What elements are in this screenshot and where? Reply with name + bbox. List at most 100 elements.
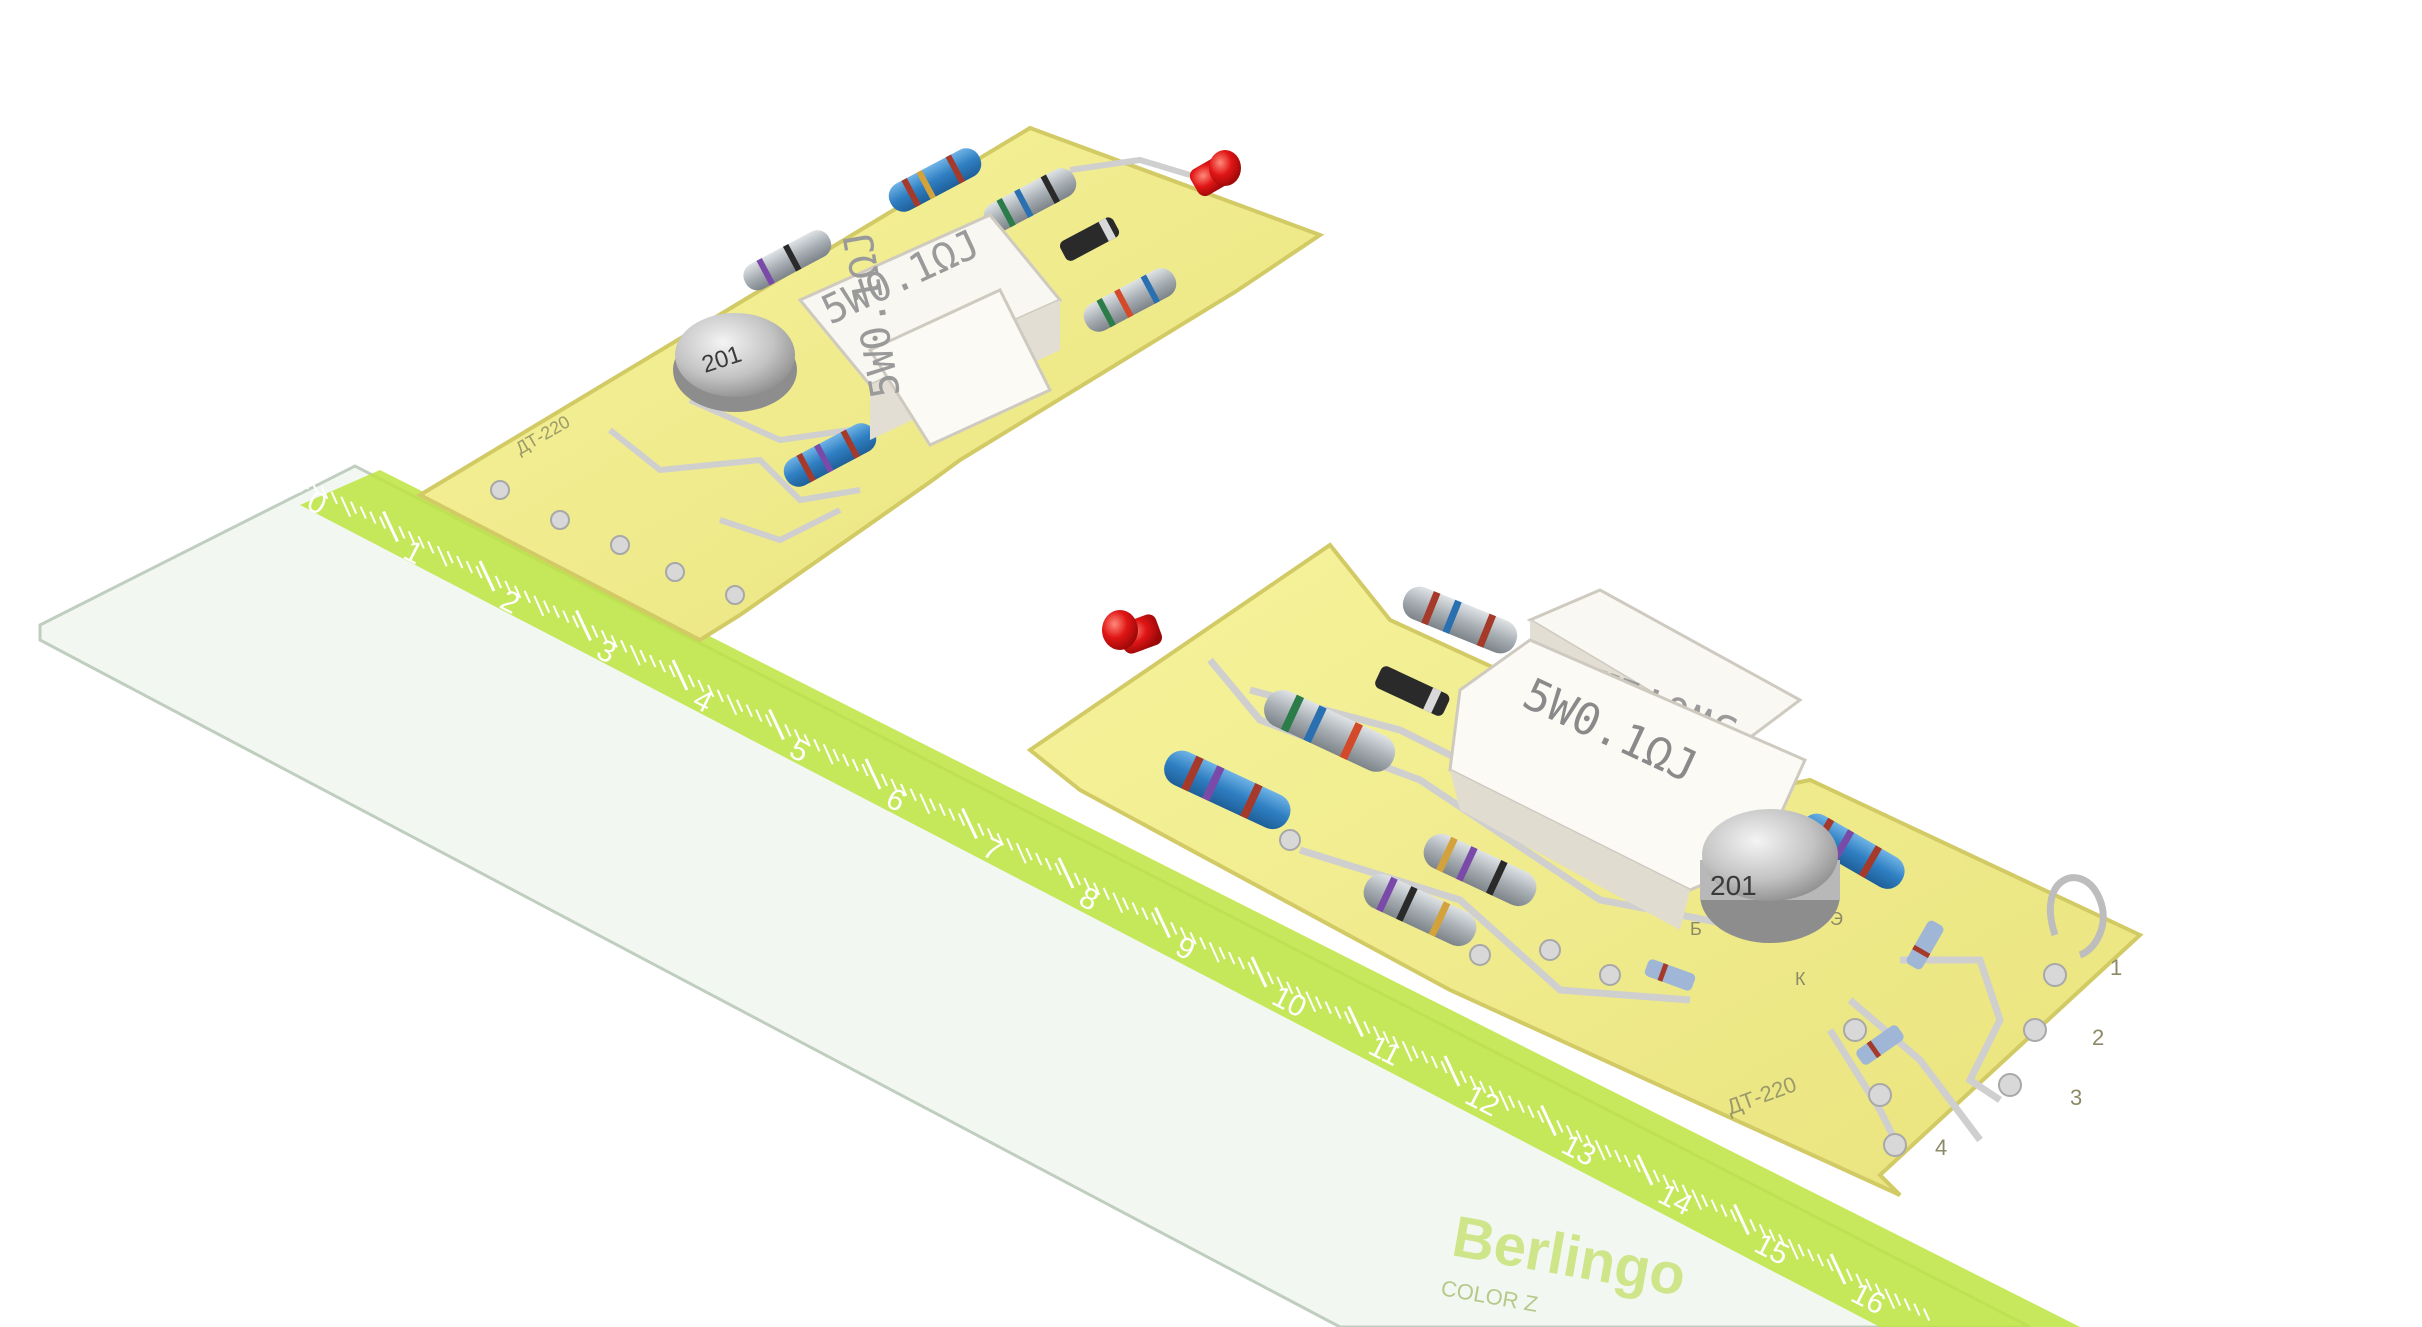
ruler-minor-tick bbox=[1498, 1090, 1510, 1112]
ruler-minor-tick bbox=[1623, 1154, 1632, 1168]
ruler-minor-tick bbox=[996, 832, 1004, 846]
ruler-minor-tick bbox=[456, 555, 464, 569]
ruler-minor-tick bbox=[1208, 941, 1220, 963]
ruler-minor-tick bbox=[1102, 887, 1110, 901]
ruler-minor-tick bbox=[1594, 1139, 1606, 1161]
ruler-tick-line bbox=[575, 609, 592, 642]
pcb-2-transistor-marking: 201 bbox=[1710, 870, 1757, 901]
pcb-2-pads bbox=[1279, 829, 2067, 1157]
ruler-tick-line bbox=[961, 807, 978, 840]
ruler-minor-tick bbox=[1527, 1105, 1535, 1119]
ruler-minor-tick bbox=[1807, 1248, 1815, 1262]
ruler-minor-tick bbox=[1035, 852, 1043, 866]
ruler-minor-tick bbox=[465, 560, 474, 574]
pcb-2-diode bbox=[1375, 666, 1450, 716]
ruler-minor-tick bbox=[321, 486, 329, 500]
ruler-minor-tick bbox=[707, 684, 715, 698]
ruler-minor-tick bbox=[900, 783, 908, 797]
ruler-minor-tick bbox=[1237, 956, 1246, 970]
ruler-minor-tick bbox=[1286, 981, 1294, 995]
ruler-minor-tick bbox=[407, 530, 416, 544]
ruler-tick-line bbox=[382, 510, 399, 543]
ruler-minor-tick bbox=[562, 610, 570, 624]
ruler-minor-tick bbox=[1228, 951, 1236, 965]
ruler-minor-tick bbox=[1816, 1253, 1825, 1267]
ruler-minor-tick bbox=[504, 580, 512, 594]
ruler-minor-tick bbox=[890, 778, 898, 792]
ruler-minor-tick bbox=[340, 496, 352, 518]
ruler-minor-tick bbox=[716, 689, 724, 703]
ruler-minor-tick bbox=[591, 625, 599, 638]
ruler-minor-tick bbox=[1093, 882, 1101, 896]
ruler-minor-tick bbox=[1276, 976, 1284, 990]
pin-letter-b: Б bbox=[1690, 919, 1702, 939]
ruler-minor-tick bbox=[1112, 892, 1124, 914]
ruler-minor-tick bbox=[1199, 936, 1207, 950]
pcb-2-resistor-grey-mid bbox=[1264, 690, 1396, 772]
ruler-minor-tick bbox=[1922, 1308, 1931, 1321]
pin-label-3: 3 bbox=[2070, 1085, 2082, 1110]
ruler-minor-tick bbox=[514, 585, 522, 599]
ruler-minor-tick bbox=[1903, 1298, 1911, 1312]
ruler-tick-line bbox=[1829, 1253, 1847, 1285]
ruler-minor-tick bbox=[1141, 907, 1149, 921]
ruler-minor-tick bbox=[1479, 1080, 1487, 1094]
ruler-minor-tick bbox=[1652, 1169, 1660, 1183]
ruler-minor-tick bbox=[1575, 1129, 1583, 1143]
ruler-minor-tick bbox=[600, 629, 609, 643]
ruler-minor-tick bbox=[1025, 847, 1033, 861]
ruler-minor-tick bbox=[880, 773, 888, 787]
ruler-minor-tick bbox=[948, 808, 956, 822]
pcb-2-small-diode-2 bbox=[1906, 920, 1944, 970]
ruler-minor-tick bbox=[1372, 1025, 1381, 1039]
ruler-tick-line bbox=[1250, 956, 1268, 988]
ruler-minor-tick bbox=[629, 644, 641, 666]
ruler-minor-tick bbox=[1083, 877, 1091, 891]
ruler-minor-tick bbox=[1218, 946, 1226, 960]
ruler-minor-tick bbox=[1797, 1243, 1805, 1257]
ruler-minor-tick bbox=[735, 699, 744, 713]
ruler-minor-tick bbox=[1459, 1070, 1467, 1084]
pcb-2-small-diode-1 bbox=[1644, 959, 1696, 991]
ruler-minor-tick bbox=[542, 600, 551, 614]
ruler-tick-line bbox=[1347, 1005, 1364, 1038]
ruler-minor-tick bbox=[1382, 1030, 1390, 1044]
ruler-minor-tick bbox=[1681, 1184, 1689, 1198]
ruler-minor-tick bbox=[1073, 872, 1081, 886]
pin-label-2: 2 bbox=[2092, 1025, 2104, 1050]
ruler-minor-tick bbox=[977, 823, 985, 836]
ruler-minor-tick bbox=[697, 679, 705, 693]
ruler-minor-tick bbox=[861, 763, 869, 777]
ruler-minor-tick bbox=[803, 733, 811, 747]
ruler-minor-tick bbox=[1305, 991, 1317, 1013]
ruler-minor-tick bbox=[1343, 1011, 1352, 1024]
ruler-minor-tick bbox=[1189, 931, 1197, 945]
ruler-minor-tick bbox=[1536, 1110, 1545, 1123]
ruler-minor-tick bbox=[398, 526, 406, 539]
ruler-tick-line bbox=[1057, 857, 1075, 889]
ruler-minor-tick bbox=[610, 634, 618, 648]
ruler-minor-tick bbox=[1266, 971, 1274, 985]
ruler-minor-tick bbox=[330, 491, 338, 505]
ruler-minor-tick bbox=[1787, 1238, 1799, 1260]
ruler-minor-tick bbox=[1334, 1006, 1342, 1020]
ruler-tick-line bbox=[768, 708, 785, 741]
ruler-minor-tick bbox=[359, 506, 367, 520]
ruler-minor-tick bbox=[523, 590, 531, 604]
ruler-minor-tick bbox=[369, 511, 377, 525]
ruler-minor-tick bbox=[909, 788, 917, 802]
pcb-2-transistor: 201 bbox=[1700, 809, 1840, 943]
ruler-minor-tick bbox=[1314, 996, 1323, 1010]
ruler-minor-tick bbox=[1604, 1144, 1612, 1158]
ruler-minor-tick bbox=[938, 803, 946, 817]
ruler-minor-tick bbox=[475, 565, 483, 579]
ruler-minor-tick bbox=[1614, 1149, 1622, 1163]
pin-label-4: 4 bbox=[1935, 1135, 1947, 1160]
ruler-minor-tick bbox=[658, 659, 667, 673]
ruler-minor-tick bbox=[687, 674, 695, 688]
ruler-minor-tick bbox=[986, 827, 995, 841]
pcb-2-wire-loop bbox=[2046, 874, 2107, 959]
ruler-minor-tick bbox=[1913, 1303, 1921, 1317]
